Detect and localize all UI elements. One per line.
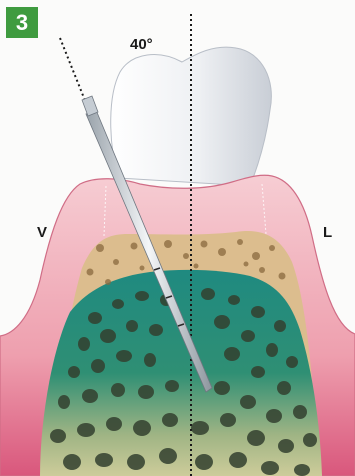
vestibular-label: V	[37, 224, 47, 241]
angle-label: 40°	[130, 36, 153, 53]
lingual-label: L	[323, 224, 332, 241]
figure-number-badge: 3	[6, 7, 38, 38]
